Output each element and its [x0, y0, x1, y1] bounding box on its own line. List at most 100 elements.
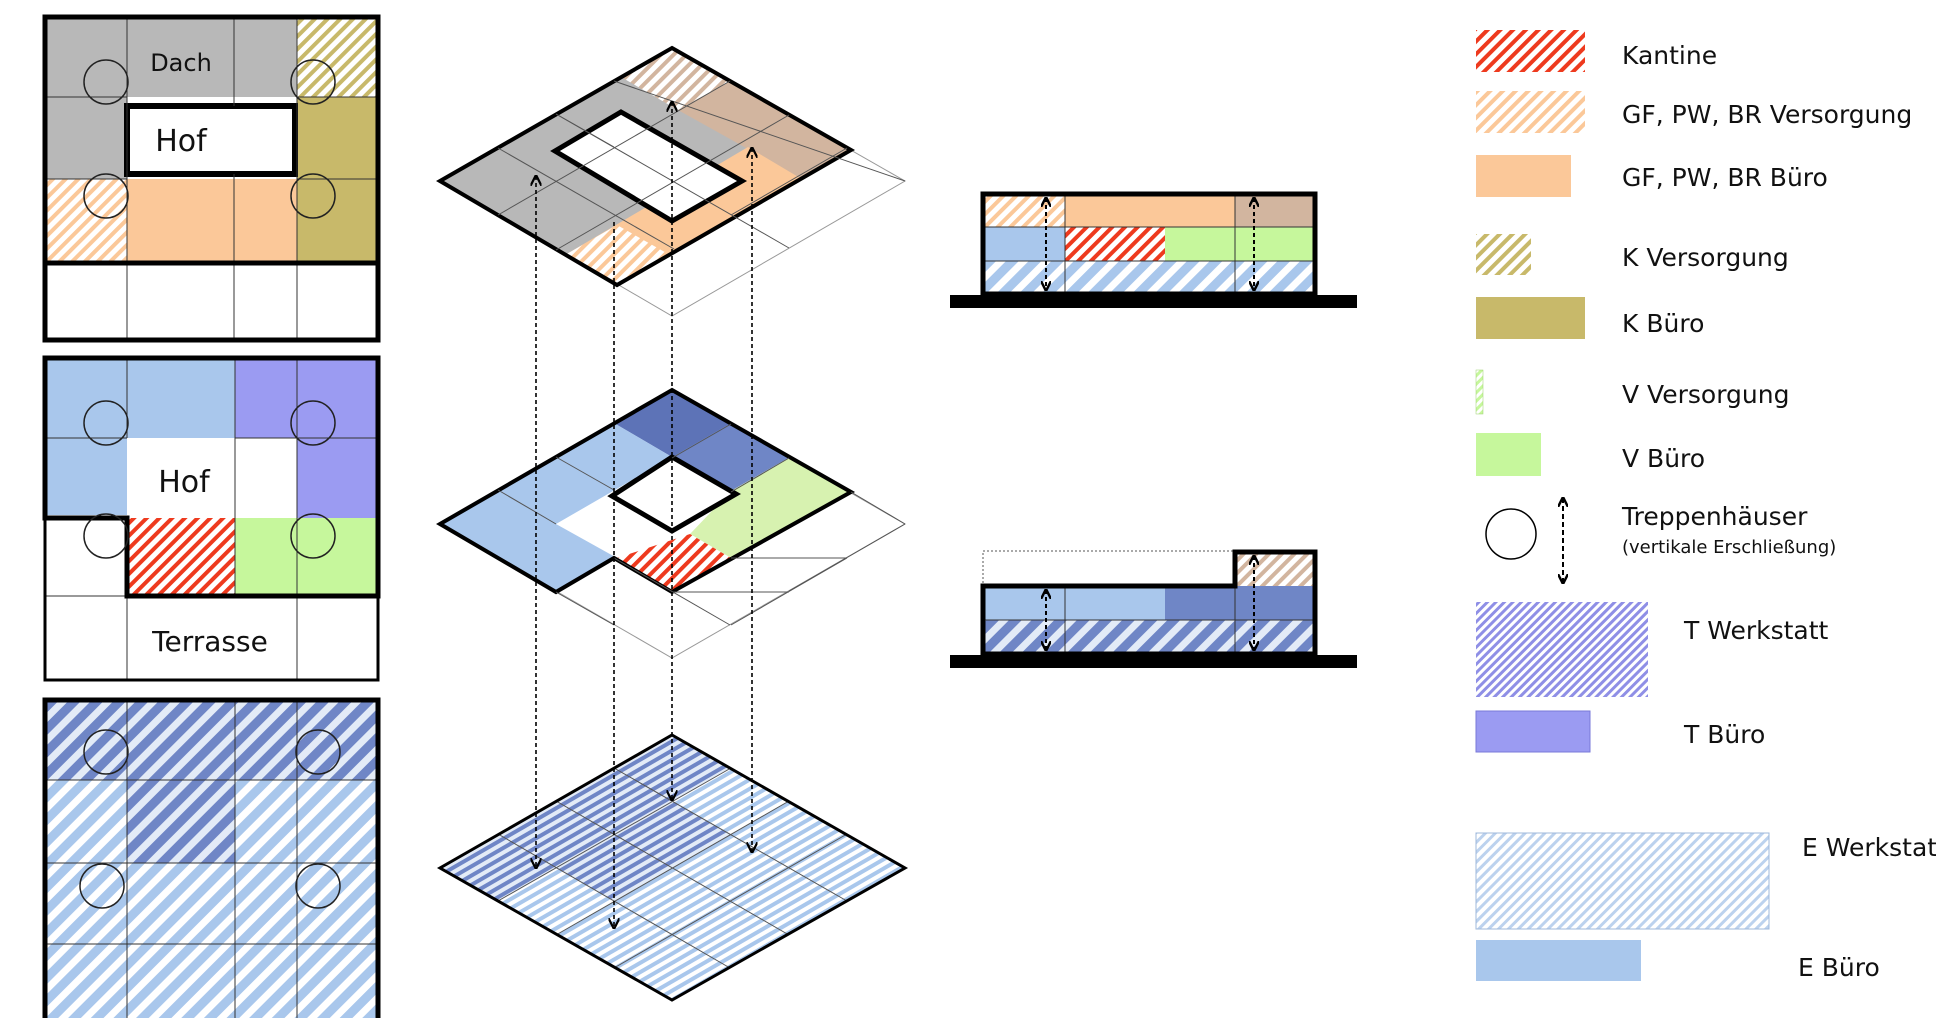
section-e-buero	[983, 586, 1165, 620]
k-versorgung-area	[297, 17, 378, 97]
courtyard-hof	[124, 103, 298, 177]
iso-level-ground	[436, 733, 909, 1002]
legend-item-gf-versorgung: GF, PW, BR Versorgung	[1476, 91, 1912, 133]
stair-circles	[83, 59, 336, 219]
plan-border	[43, 356, 380, 682]
roof-area	[45, 17, 127, 179]
legend-item-treppenhaeuser: Treppenhäuser (vertikale Erschließung)	[1485, 498, 1836, 583]
legend-item-t-werkstatt: T Werkstatt	[1476, 602, 1829, 697]
section-outline	[980, 549, 1318, 657]
section-full-height	[950, 191, 1357, 308]
legend-sublabel: (vertikale Erschließung)	[1622, 537, 1836, 558]
label-dach: Dach	[150, 49, 212, 77]
legend-swatch	[1476, 940, 1641, 981]
stair-circle	[83, 729, 129, 775]
legend-label: V Versorgung	[1622, 380, 1789, 409]
legend-label: Treppenhäuser	[1621, 502, 1808, 531]
section-dark-blue	[1165, 586, 1315, 620]
legend-label: K Versorgung	[1622, 243, 1789, 272]
plan-top-floor: Dach Hof	[42, 14, 381, 343]
label-hof-top: Hof	[155, 124, 208, 159]
legend-swatch	[1476, 297, 1585, 339]
stair-circle	[290, 173, 336, 219]
stair-circle	[83, 173, 129, 219]
t-werkstatt-area	[127, 780, 235, 863]
legend-label: GF, PW, BR Versorgung	[1622, 100, 1912, 129]
roof-area	[127, 17, 297, 97]
legend-swatch	[1475, 832, 1770, 930]
label-terrasse: Terrasse	[151, 625, 268, 658]
legend-swatch	[1476, 433, 1541, 476]
isometric-stack	[436, 45, 909, 1002]
stair-circle	[79, 863, 125, 909]
section-outline	[980, 191, 1318, 297]
legend-swatch	[1475, 710, 1591, 753]
section-kantine	[1065, 227, 1165, 261]
t-buero-area	[297, 438, 378, 520]
section-gf-buero	[1065, 194, 1235, 227]
legend-item-v-versorgung: V Versorgung	[1475, 369, 1789, 415]
stair-circle	[290, 59, 336, 105]
stair-circle-icon	[1485, 508, 1537, 560]
stair-circle	[290, 400, 336, 446]
legend: Kantine GF, PW, BR Versorgung GF, PW, BR…	[1475, 30, 1936, 982]
legend-label: V Büro	[1622, 444, 1705, 473]
t-werkstatt-area	[45, 700, 378, 780]
iso-light-blue	[440, 423, 672, 592]
kantine-area	[127, 518, 235, 596]
legend-item-k-buero: K Büro	[1476, 297, 1704, 339]
section-partial-height	[950, 549, 1357, 668]
iso-green	[690, 457, 851, 558]
e-buero-area	[45, 438, 127, 515]
iso-outline	[436, 45, 856, 288]
legend-swatch	[1476, 155, 1571, 197]
stair-circle	[295, 729, 341, 775]
plan-ground-floor	[42, 697, 381, 1018]
section-grid	[983, 194, 1315, 294]
legend-label: Kantine	[1622, 41, 1717, 70]
legend-swatch	[1475, 369, 1484, 415]
section-t-werkstatt	[983, 620, 1315, 654]
plan-grid	[45, 700, 378, 1018]
circulation-arrows	[536, 102, 752, 928]
gf-buero-area	[127, 179, 297, 261]
section-grid	[983, 586, 1315, 654]
legend-swatch	[1476, 602, 1648, 697]
section-e-werkstatt	[983, 261, 1315, 294]
section-arrows	[1046, 198, 1254, 290]
section-dashed-outline	[982, 550, 1236, 586]
section-arrows	[1046, 556, 1254, 650]
section-e-buero	[983, 227, 1065, 261]
stair-circle	[290, 513, 336, 559]
stair-circles	[83, 400, 336, 559]
ground-line	[950, 295, 1357, 308]
legend-swatch	[1476, 91, 1585, 133]
stair-circle	[83, 400, 129, 446]
plan-border	[42, 14, 381, 343]
legend-item-t-buero: T Büro	[1475, 710, 1765, 753]
t-buero-area	[235, 358, 378, 438]
plan-border	[42, 697, 381, 1018]
stair-circles	[79, 729, 341, 909]
legend-swatch	[1476, 234, 1531, 275]
plan-middle-floor: Hof Terrasse	[42, 355, 381, 682]
plan-grid	[45, 17, 378, 340]
iso-level-top	[436, 45, 907, 317]
legend-label: E Werkstatt	[1802, 833, 1936, 862]
legend-item-kantine: Kantine	[1476, 30, 1717, 72]
legend-label: T Büro	[1683, 720, 1765, 749]
legend-swatch	[1476, 30, 1585, 72]
legend-item-e-buero: E Büro	[1476, 940, 1880, 982]
section-v-buero	[1165, 227, 1315, 261]
section-tan-hatch	[1235, 552, 1315, 586]
gf-versorgung-area	[45, 179, 127, 261]
stair-circle	[295, 863, 341, 909]
stair-circle	[83, 513, 129, 559]
legend-item-gf-buero: GF, PW, BR Büro	[1476, 155, 1828, 197]
legend-label: T Werkstatt	[1683, 616, 1829, 645]
stair-circle	[83, 59, 129, 105]
ground-line	[950, 655, 1357, 668]
iso-outline	[436, 733, 909, 1002]
legend-item-v-buero: V Büro	[1476, 433, 1705, 476]
